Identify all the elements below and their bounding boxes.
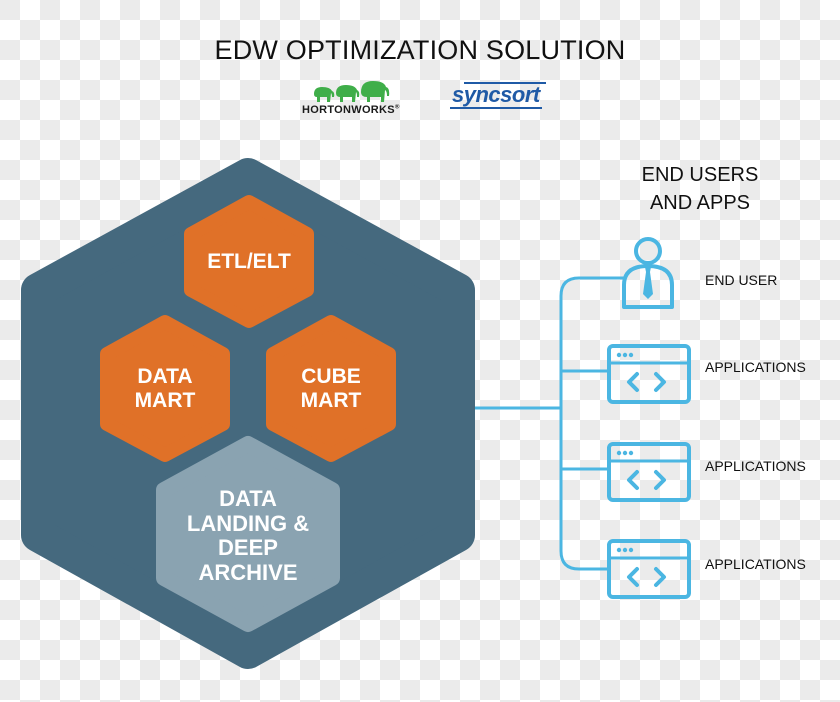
window-dot <box>628 450 634 456</box>
window-dot <box>622 547 628 553</box>
window-dot <box>616 547 622 553</box>
window-dot <box>616 352 622 358</box>
label-applications-1: APPLICATIONS <box>705 359 806 375</box>
elephants-icon <box>314 81 390 102</box>
label-applications-2: APPLICATIONS <box>705 458 806 474</box>
syncsort-underline <box>450 107 542 109</box>
chevron-left-icon <box>627 567 639 587</box>
window-frame <box>607 442 691 502</box>
hex-etl-elt <box>184 195 314 328</box>
label-applications-3: APPLICATIONS <box>705 556 806 572</box>
syncsort-overline <box>464 82 546 84</box>
chevron-left-icon <box>627 372 639 392</box>
connector-lines <box>475 276 624 571</box>
label-cube-mart: CUBE MART <box>300 365 362 412</box>
tie-icon <box>643 267 653 299</box>
hortonworks-logo: HORTONWORKS® <box>300 80 406 120</box>
registered-mark: ® <box>394 104 400 111</box>
chevron-right-icon <box>654 567 666 587</box>
window-dot <box>628 352 634 358</box>
user-icon <box>622 237 674 309</box>
window-dot <box>622 352 628 358</box>
hex-cube-mart <box>266 315 396 462</box>
label-end-user: END USER <box>705 272 778 288</box>
label-data-mart: DATA MART <box>134 365 196 412</box>
code-window-icon <box>607 442 691 502</box>
syncsort-logo: syncsort <box>450 82 548 110</box>
end-users-heading: END USERS AND APPS <box>641 164 759 214</box>
diagram-title: EDW OPTIMIZATION SOLUTION <box>214 35 626 65</box>
chevron-left-icon <box>627 470 639 490</box>
chevron-right-icon <box>654 470 666 490</box>
window-frame <box>607 344 691 404</box>
code-window-icon <box>607 539 691 599</box>
label-etl-elt: ETL/ELT <box>207 250 291 273</box>
window-dot <box>628 547 634 553</box>
connector-spine <box>559 276 624 571</box>
window-frame <box>607 539 691 599</box>
syncsort-wordmark: syncsort <box>452 82 540 107</box>
hex-data-landing <box>156 436 340 632</box>
edw-container-hexagon <box>21 158 475 669</box>
code-window-icon <box>607 344 691 404</box>
label-data-landing: DATA LANDING & DEEP ARCHIVE <box>186 486 310 585</box>
window-dot <box>622 450 628 456</box>
hex-data-mart <box>100 315 230 462</box>
chevron-right-icon <box>654 372 666 392</box>
window-dot <box>616 450 622 456</box>
hortonworks-wordmark: HORTONWORKS <box>302 104 395 116</box>
